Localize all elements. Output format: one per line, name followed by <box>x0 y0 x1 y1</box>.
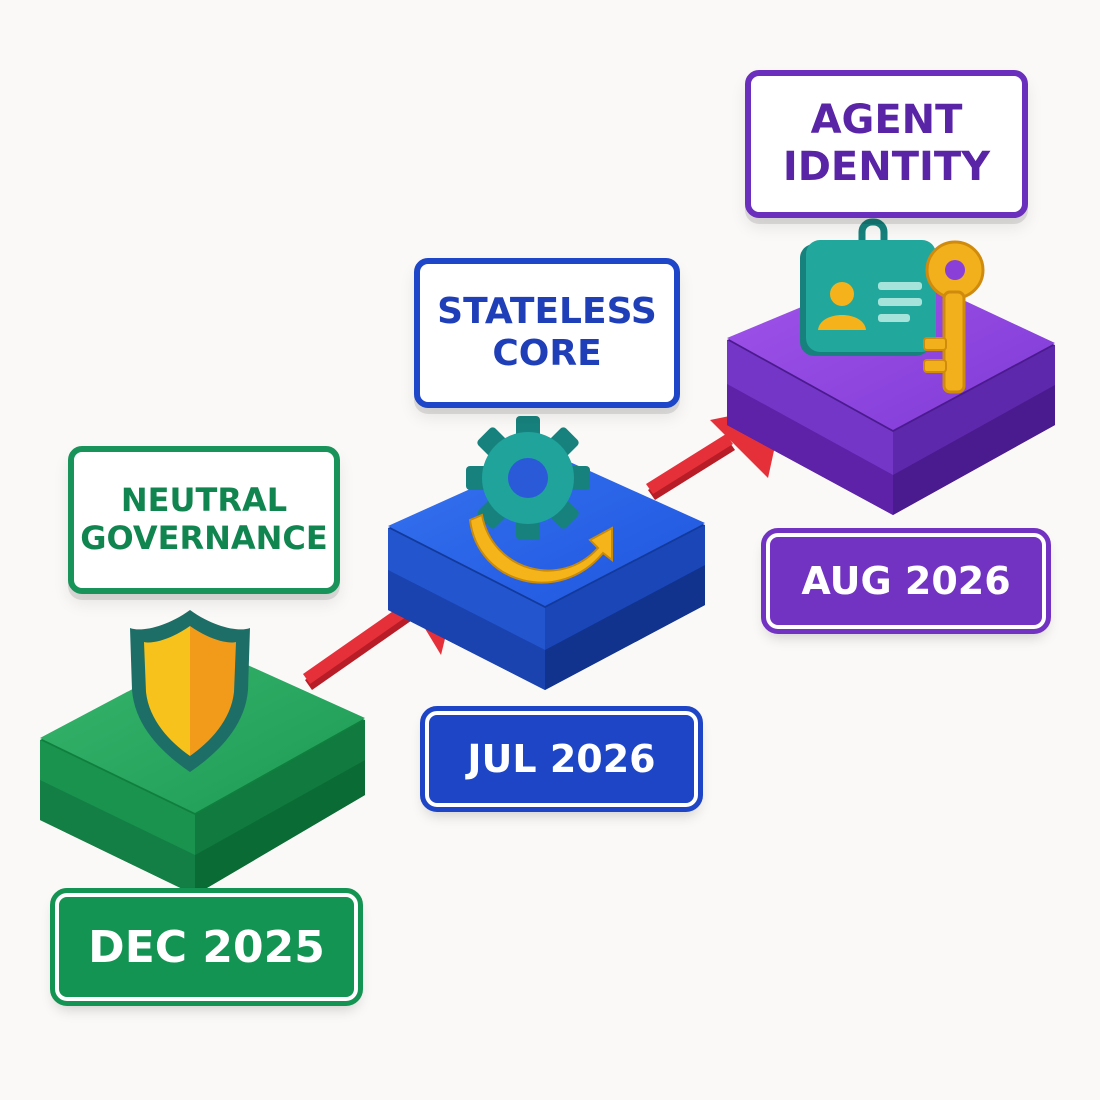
milestone-title-box: AGENT IDENTITY <box>745 70 1028 218</box>
milestone-title-line: AGENT <box>810 96 963 143</box>
milestone-date-badge: AUG 2026 <box>761 528 1051 634</box>
milestone-title-box: STATELESS CORE <box>414 258 680 408</box>
milestone-title-line: IDENTITY <box>782 144 991 190</box>
milestone-title-line: GOVERNANCE <box>80 519 328 557</box>
gear-with-refresh-arrow-icon <box>466 416 613 584</box>
milestone-date-badge: JUL 2026 <box>420 706 703 812</box>
milestone-title-line: STATELESS <box>437 290 657 332</box>
milestone-date-badge: DEC 2025 <box>50 888 363 1006</box>
milestone-title-box: NEUTRAL GOVERNANCE <box>68 446 340 594</box>
shield-icon <box>130 610 250 772</box>
milestone-title-line: NEUTRAL <box>120 481 288 520</box>
id-badge-and-key-icon <box>800 218 985 394</box>
milestone-title-line: CORE <box>492 333 602 374</box>
